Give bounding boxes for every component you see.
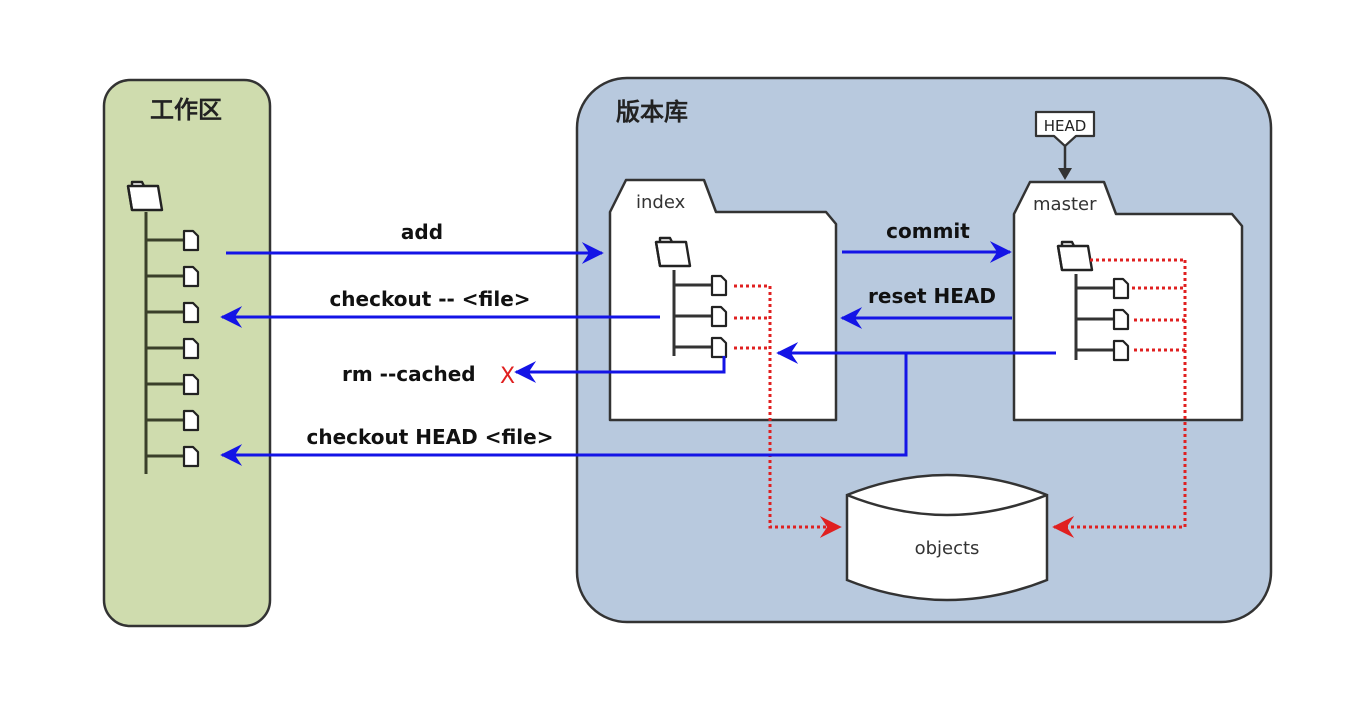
command-arrows: add checkout -- <file> rm --cached X che…	[220, 219, 1056, 466]
file-icon	[182, 337, 200, 360]
file-icon	[1112, 277, 1130, 300]
repository-panel: 版本库 index HEAD master obje	[575, 76, 1273, 624]
checkout-file-command-label: checkout -- <file>	[329, 287, 530, 311]
repository-title: 版本库	[616, 98, 688, 126]
master-label: master	[1033, 194, 1097, 215]
index-files	[674, 274, 728, 359]
file-icon	[182, 229, 200, 252]
working-directory-panel: 工作区	[102, 78, 272, 628]
index-object-links	[734, 284, 842, 538]
checkout-head-file-arrow	[220, 353, 908, 466]
file-icon	[1112, 339, 1130, 362]
working-directory-files	[146, 229, 200, 468]
rm-cached-arrow	[514, 356, 726, 383]
file-icon	[182, 373, 200, 396]
index-label: index	[636, 192, 686, 213]
folder-icon	[654, 236, 692, 268]
master-area: master	[1012, 180, 1244, 422]
delete-mark-icon: X	[500, 364, 515, 389]
index-area: index	[608, 178, 838, 422]
file-icon	[710, 305, 728, 328]
file-icon	[182, 265, 200, 288]
commit-command-label: commit	[886, 219, 970, 243]
file-icon	[182, 301, 200, 324]
reset-head-command-label: reset HEAD	[868, 284, 996, 308]
index-box	[608, 178, 838, 422]
file-icon	[182, 409, 200, 432]
master-box	[1012, 180, 1244, 422]
head-tag	[1034, 110, 1096, 148]
head-label: HEAD	[1044, 117, 1087, 135]
objects-store: objects	[845, 473, 1049, 602]
index-to-objects-link	[768, 286, 842, 538]
file-icon	[710, 336, 728, 359]
head-pointer: HEAD	[1034, 110, 1096, 180]
master-files	[1076, 277, 1130, 362]
file-icon	[182, 445, 200, 468]
rm-cached-command-label: rm --cached	[342, 362, 476, 386]
folder-icon	[126, 180, 164, 212]
checkout-head-file-command-label: checkout HEAD <file>	[307, 425, 554, 449]
working-directory-title: 工作区	[150, 96, 222, 124]
add-command-label: add	[401, 220, 443, 244]
objects-cylinder	[845, 473, 1049, 602]
objects-cylinder-top	[846, 493, 1048, 517]
file-icon	[710, 274, 728, 297]
master-to-objects-link	[1052, 260, 1187, 538]
file-icon	[1112, 308, 1130, 331]
objects-label: objects	[915, 538, 980, 559]
master-object-links	[1052, 258, 1187, 538]
folder-icon	[1056, 240, 1094, 272]
head-arrow-icon	[1058, 168, 1072, 180]
